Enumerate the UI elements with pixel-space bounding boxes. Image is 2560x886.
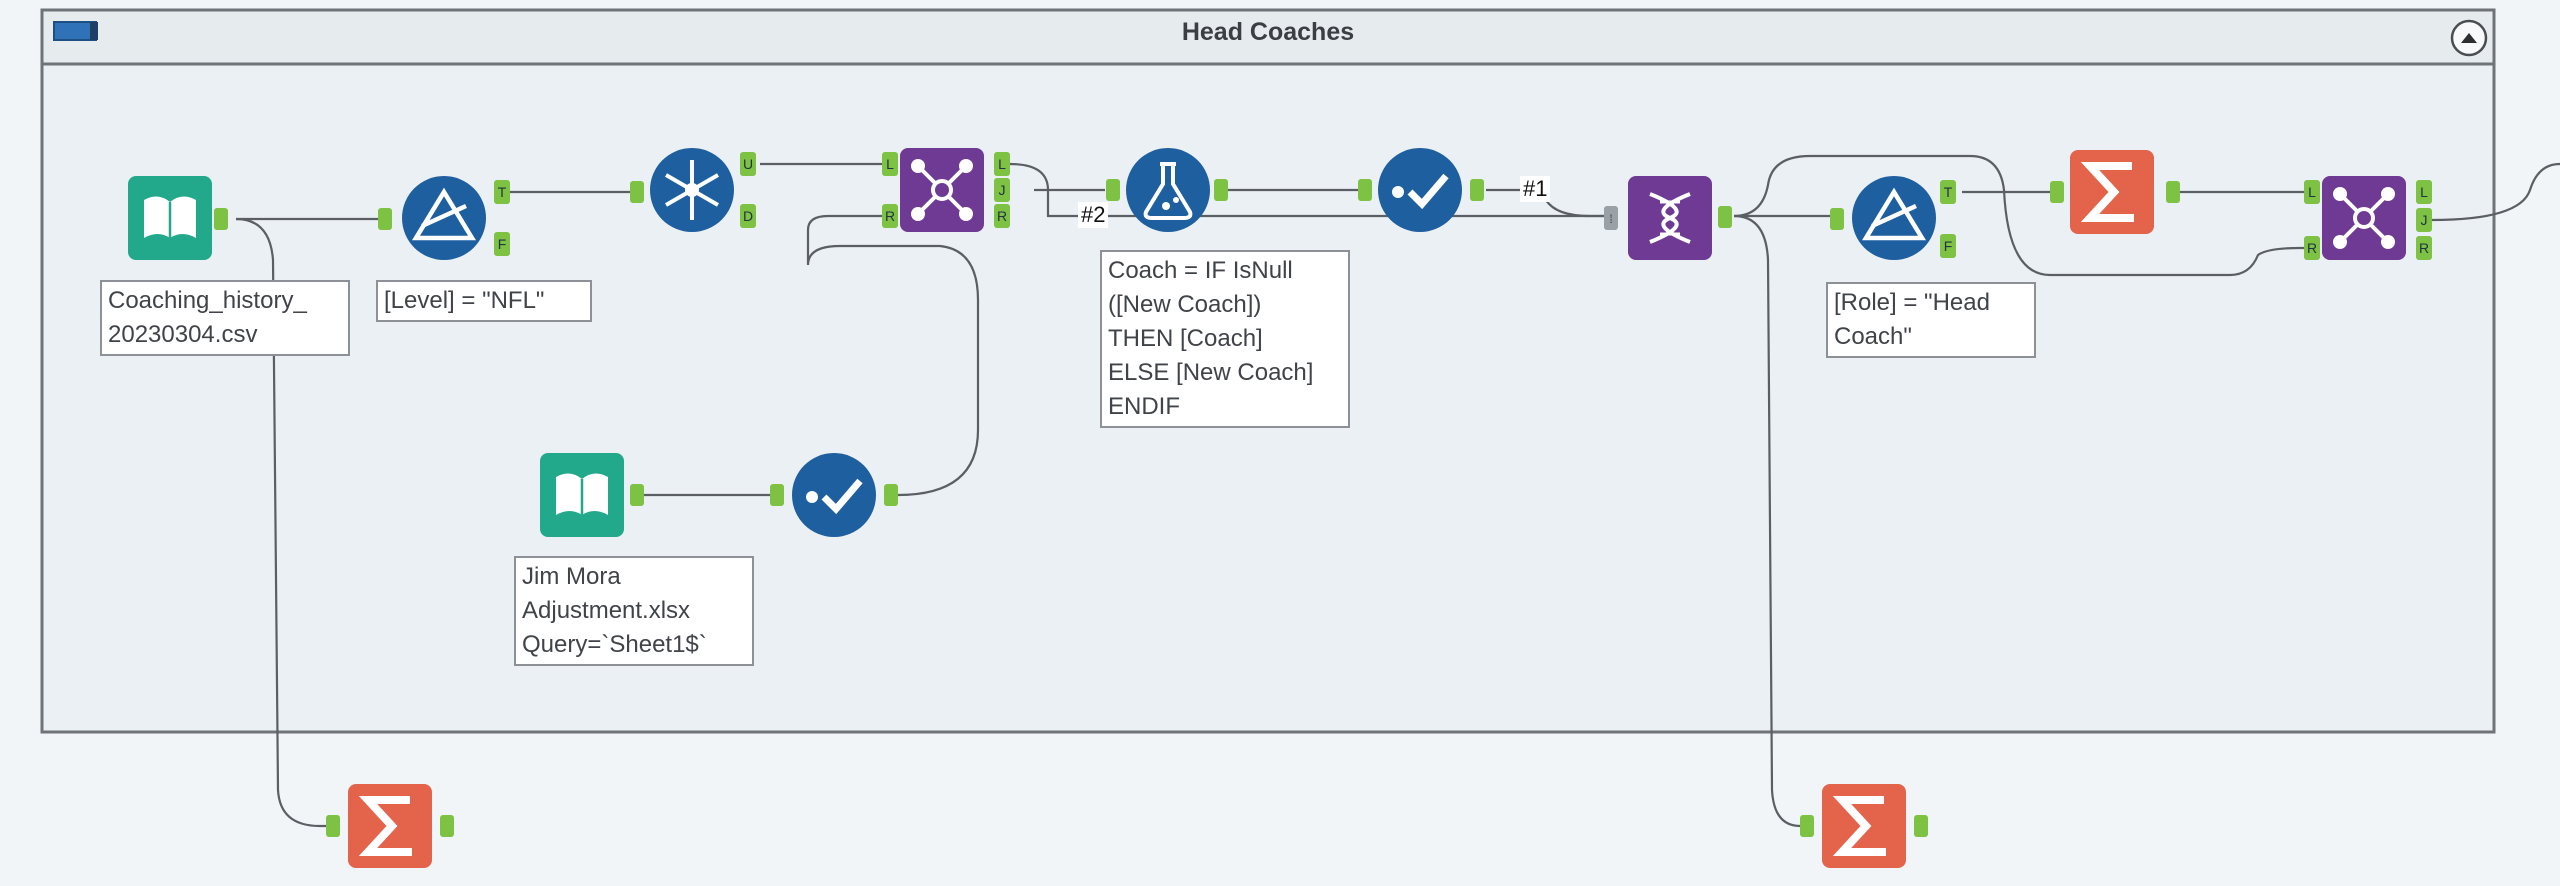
anchor-right-output[interactable]: R xyxy=(2416,236,2432,260)
svg-text:⁞: ⁞ xyxy=(1609,212,1612,226)
anchor-input[interactable] xyxy=(1358,179,1372,201)
anchor-output[interactable] xyxy=(440,815,454,837)
anchor-input[interactable] xyxy=(378,208,392,230)
anchor-output[interactable] xyxy=(884,484,898,506)
input-data-tool-1[interactable] xyxy=(128,176,212,260)
anchor-input[interactable] xyxy=(630,181,644,203)
summarize-tool-3[interactable] xyxy=(1822,784,1906,868)
anchor-false[interactable]: F xyxy=(1940,234,1956,258)
anchor-false[interactable]: F xyxy=(494,232,510,256)
anchor-left-input[interactable]: L xyxy=(2304,180,2320,204)
svg-text:R: R xyxy=(2419,240,2429,256)
svg-text:F: F xyxy=(498,236,507,252)
summarize-tool-2[interactable] xyxy=(348,784,432,868)
connection-label-2: #2 xyxy=(1078,202,1109,228)
anchor-output[interactable] xyxy=(630,484,644,506)
filter2-annotation: [Role] = "Head Coach" xyxy=(1826,282,2036,358)
anchor-join-output[interactable]: J xyxy=(994,178,1010,202)
select-tool-1[interactable] xyxy=(1378,148,1462,232)
anchor-output[interactable] xyxy=(1718,206,1732,228)
multi-row-formula-tool[interactable] xyxy=(1628,176,1712,260)
transpose-tool[interactable] xyxy=(650,148,734,232)
svg-text:L: L xyxy=(998,156,1006,172)
anchor-left-input[interactable]: L xyxy=(882,152,898,176)
anchor-right-input[interactable]: R xyxy=(882,204,898,228)
input-data-tool-2[interactable] xyxy=(540,453,624,537)
anchor-true[interactable]: T xyxy=(1940,180,1956,204)
summarize-tool-1[interactable] xyxy=(2070,150,2154,234)
svg-text:F: F xyxy=(1944,238,1953,254)
anchor-output[interactable] xyxy=(214,208,228,230)
anchor-input[interactable] xyxy=(1106,179,1120,201)
svg-text:L: L xyxy=(886,156,894,172)
filter-tool-2[interactable] xyxy=(1852,176,1936,260)
anchor-input[interactable] xyxy=(770,484,784,506)
collapse-chevron-icon[interactable] xyxy=(2450,19,2488,57)
anchor-duplicate[interactable]: D xyxy=(740,204,756,228)
svg-text:D: D xyxy=(743,208,753,224)
anchor-input[interactable] xyxy=(1800,815,1814,837)
svg-text:R: R xyxy=(885,208,895,224)
container-header[interactable] xyxy=(40,8,2496,66)
filter-tool-1[interactable] xyxy=(402,176,486,260)
container-icon xyxy=(53,21,98,41)
filter1-annotation: [Level] = "NFL" xyxy=(376,280,592,322)
anchor-output[interactable] xyxy=(2166,181,2180,203)
svg-text:U: U xyxy=(743,156,753,172)
connection-label-1: #1 xyxy=(1520,176,1551,202)
input1-annotation: Coaching_history_ 20230304.csv xyxy=(100,280,350,356)
svg-text:R: R xyxy=(997,208,1007,224)
anchor-input[interactable] xyxy=(2050,181,2064,203)
svg-text:L: L xyxy=(2308,184,2316,200)
anchor-right-output[interactable]: R xyxy=(994,204,1010,228)
svg-text:T: T xyxy=(498,184,507,200)
anchor-input[interactable] xyxy=(1830,208,1844,230)
svg-text:L: L xyxy=(2420,184,2428,200)
select-tool-2[interactable] xyxy=(792,453,876,537)
formula-annotation: Coach = IF IsNull ([New Coach]) THEN [Co… xyxy=(1100,250,1350,428)
svg-text:R: R xyxy=(2307,240,2317,256)
anchor-unique[interactable]: U xyxy=(740,152,756,176)
anchor-output[interactable] xyxy=(1914,815,1928,837)
anchor-right-input[interactable]: R xyxy=(2304,236,2320,260)
svg-text:J: J xyxy=(999,182,1006,198)
join-tool-2[interactable] xyxy=(2322,176,2406,260)
anchor-left-output[interactable]: L xyxy=(994,152,1010,176)
svg-text:T: T xyxy=(1944,184,1953,200)
join-tool-1[interactable] xyxy=(900,148,984,232)
input2-annotation: Jim Mora Adjustment.xlsx Query=`Sheet1$` xyxy=(514,556,754,666)
anchor-input[interactable]: ⁞ xyxy=(1604,206,1618,230)
connection-wires xyxy=(235,154,2560,828)
container-head-coaches[interactable] xyxy=(40,8,2496,734)
anchor-output[interactable] xyxy=(1214,179,1228,201)
anchor-output[interactable] xyxy=(1470,179,1484,201)
svg-text:J: J xyxy=(2421,212,2428,228)
anchor-true[interactable]: T xyxy=(494,180,510,204)
anchor-input[interactable] xyxy=(326,815,340,837)
anchor-join-output[interactable]: J xyxy=(2416,208,2432,232)
container-title: Head Coaches xyxy=(1181,18,1355,46)
anchor-left-output[interactable]: L xyxy=(2416,180,2432,204)
formula-tool[interactable] xyxy=(1126,148,1210,232)
